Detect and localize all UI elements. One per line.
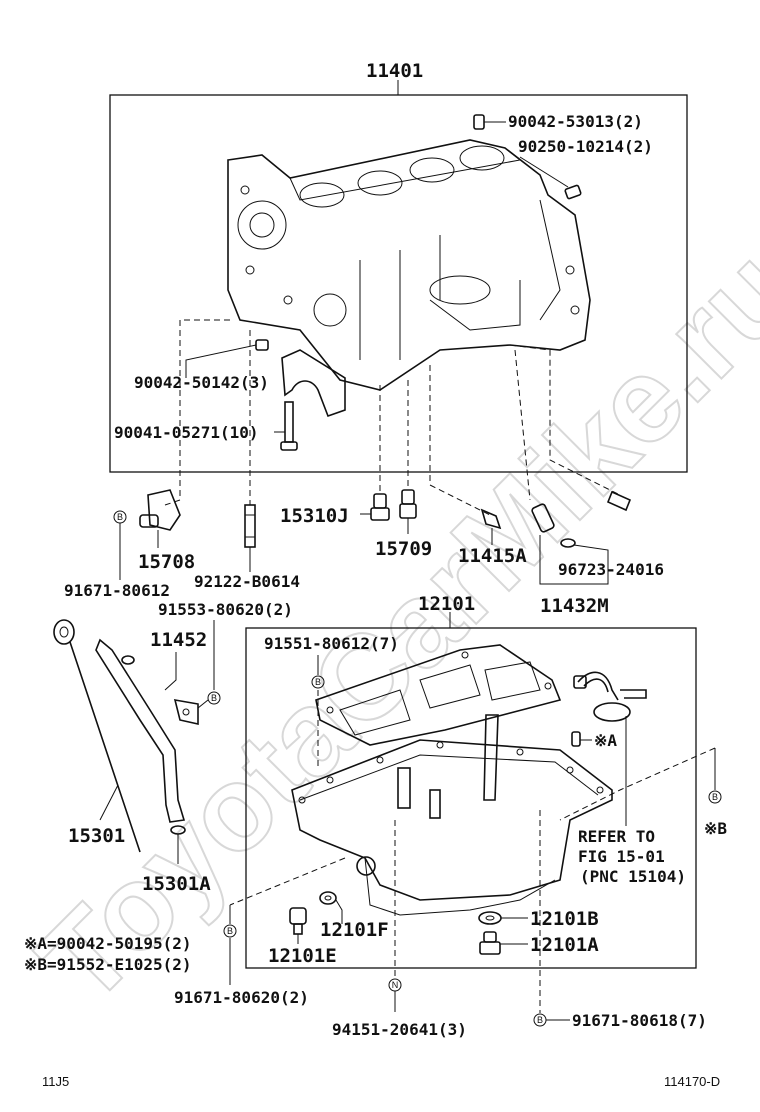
dipstick-15301-part[interactable] [53, 619, 141, 853]
plug-right-part[interactable] [606, 490, 632, 512]
circle-b-80620-2 [207, 691, 221, 705]
label-91671-80612[interactable]: 91671-80612 [64, 581, 170, 600]
label-90042-53013[interactable]: 90042-53013(2) [508, 112, 643, 131]
label-12101f[interactable]: 12101F [320, 919, 389, 941]
gasket-12101b-part[interactable] [478, 911, 528, 925]
plug-12101a-part[interactable] [479, 931, 528, 955]
nozzle-part[interactable] [531, 503, 609, 585]
label-92122-b0614[interactable]: 92122-B0614 [194, 572, 300, 591]
baffle-plate-part[interactable] [315, 644, 562, 746]
refer-line-3[interactable]: (PNC 15104) [580, 867, 686, 886]
cylinder-block-drawing[interactable] [227, 139, 591, 391]
stud-a-part[interactable] [571, 731, 592, 747]
label-91671-80620[interactable]: 91671-80620(2) [174, 988, 309, 1007]
oil-strainer-part[interactable] [573, 671, 647, 826]
watermark: ToyotaCarMike.ru [14, 223, 760, 1028]
label-15708[interactable]: 15708 [138, 551, 195, 573]
label-11401[interactable]: 11401 [366, 60, 423, 82]
label-15310j[interactable]: 15310J [280, 505, 349, 527]
oil-pan-box [245, 627, 697, 969]
label-12101[interactable]: 12101 [418, 593, 475, 615]
cover-15708-part[interactable] [139, 489, 181, 548]
bolt-05271-part[interactable] [274, 401, 298, 451]
label-91551-80612[interactable]: 91551-80612(7) [264, 634, 399, 653]
label-11432m[interactable]: 11432M [540, 595, 609, 617]
stud-b0614-part[interactable] [244, 504, 256, 572]
label-12101e[interactable]: 12101E [268, 945, 337, 967]
label-15709[interactable]: 15709 [375, 538, 432, 560]
footer-left: 11J5 [42, 1074, 69, 1089]
dipstick-guide-part[interactable] [95, 638, 209, 823]
label-90041-05271[interactable]: 90041-05271(10) [114, 423, 259, 442]
bolt-53013-part[interactable] [473, 114, 506, 130]
gasket-12101f-part[interactable] [319, 891, 343, 924]
label-11415a[interactable]: 11415A [458, 545, 527, 567]
circle-b-right [708, 790, 722, 804]
circle-b-80612-7 [311, 675, 325, 689]
label-mark-b[interactable]: ※B [704, 819, 727, 838]
label-90250-10214[interactable]: 90250-10214(2) [518, 137, 653, 156]
footer-right: 114170-D [664, 1074, 720, 1089]
label-12101b[interactable]: 12101B [530, 908, 599, 930]
label-15301a[interactable]: 15301A [142, 873, 211, 895]
note-b[interactable]: ※B=91552-E1025(2) [24, 955, 192, 974]
label-90042-50142[interactable]: 90042-50142(3) [134, 373, 269, 392]
svg-text:B: B [537, 1015, 543, 1025]
svg-text:B: B [227, 926, 233, 936]
label-94151-20641[interactable]: 94151-20641(3) [332, 1020, 467, 1039]
label-15301[interactable]: 15301 [68, 825, 125, 847]
svg-text:N: N [392, 980, 399, 990]
circle-b-80620 [223, 924, 237, 938]
bearing-cap-part[interactable] [281, 349, 346, 418]
svg-text:B: B [315, 677, 321, 687]
oil-pan-part[interactable] [291, 714, 613, 916]
label-96723-24016[interactable]: 96723-24016 [558, 560, 664, 579]
switch-15310j-part[interactable] [360, 493, 390, 521]
switch-15709-part[interactable] [399, 489, 417, 534]
refer-line-2[interactable]: FIG 15-01 [578, 847, 665, 866]
svg-text:B: B [211, 693, 217, 703]
oring-15301a-part[interactable] [170, 825, 186, 864]
label-12101a[interactable]: 12101A [530, 934, 599, 956]
plug-50142-part[interactable] [185, 339, 269, 378]
union-11415a-part[interactable] [480, 508, 502, 545]
label-91671-80618[interactable]: 91671-80618(7) [572, 1011, 707, 1030]
svg-text:B: B [117, 512, 123, 522]
plug-12101e-part[interactable] [289, 907, 307, 944]
svg-text:B: B [712, 792, 718, 802]
label-11452[interactable]: 11452 [150, 629, 207, 651]
label-mark-a[interactable]: ※A [594, 731, 617, 750]
refer-line-1[interactable]: REFER TO [578, 827, 655, 846]
pin-10214-part[interactable] [519, 156, 582, 200]
note-a[interactable]: ※A=90042-50195(2) [24, 934, 192, 953]
label-91553-80620[interactable]: 91553-80620(2) [158, 600, 293, 619]
